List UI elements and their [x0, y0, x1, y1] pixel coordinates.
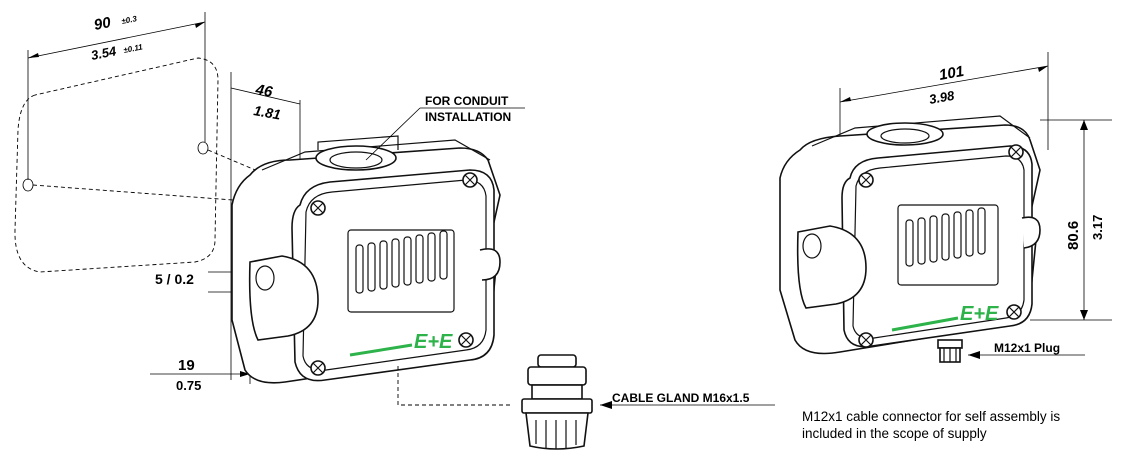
brand-logo: E+E: [414, 331, 453, 353]
screw-icon: [462, 172, 478, 188]
supply-note: M12x1 cable connector for self assembly …: [802, 409, 1060, 441]
conduit-label-2: INSTALLATION: [425, 110, 511, 124]
height-in: 3.17: [1090, 215, 1105, 240]
plug-callout: M12x1 Plug: [968, 341, 1085, 359]
flange-mm: 19: [178, 357, 195, 374]
screw-icon: [858, 172, 874, 188]
note-line-1: M12x1 cable connector for self assembly …: [802, 409, 1060, 424]
depth-mm: 46: [253, 81, 274, 101]
note-line-2: included in the scope of supply: [802, 426, 987, 441]
width-in-tolerance: ±0.11: [123, 42, 144, 55]
width-mm-tolerance: ±0.3: [121, 14, 138, 26]
screw-icon: [1006, 304, 1022, 320]
dimension-height: 80.6 3.17: [1030, 119, 1112, 321]
screw-icon: [310, 200, 326, 216]
mounting-hole-left: [22, 178, 34, 192]
mounting-hole-right: [197, 141, 209, 155]
housing-left: E+E: [231, 135, 501, 384]
hole-label: 5 / 0.2: [155, 271, 194, 287]
housing-right: E+E: [779, 115, 1041, 363]
conduit-label-1: FOR CONDUIT: [425, 94, 509, 108]
cable-gland-label: CABLE GLAND M16x1.5: [612, 391, 750, 405]
cable-gland: CABLE GLAND M16x1.5: [397, 354, 775, 450]
screw-icon: [1008, 144, 1024, 160]
vent-grille-left: [347, 229, 455, 313]
depth-in: 1.81: [252, 102, 282, 123]
conduit-callout: FOR CONDUIT INSTALLATION: [365, 94, 525, 161]
mounting-outline: [14, 12, 261, 273]
screw-icon: [458, 332, 474, 348]
screw-icon: [310, 360, 326, 376]
plug-label: M12x1 Plug: [994, 341, 1060, 355]
dimension-width: 90 ±0.3 3.54 ±0.11: [27, 14, 206, 63]
width-mm: 90: [93, 14, 113, 34]
dimension-depth: 46 1.81: [230, 72, 301, 380]
flange-in: 0.75: [176, 378, 201, 393]
length-in: 3.98: [928, 88, 956, 107]
width-in: 3.54: [90, 43, 118, 63]
m12-plug: [937, 339, 963, 363]
height-mm: 80.6: [1065, 221, 1082, 250]
screw-icon: [858, 332, 874, 348]
dimension-flange: 19 0.75: [150, 300, 251, 393]
vent-grille-right: [897, 204, 999, 286]
length-mm: 101: [938, 63, 966, 84]
brand-logo: E+E: [960, 303, 999, 325]
